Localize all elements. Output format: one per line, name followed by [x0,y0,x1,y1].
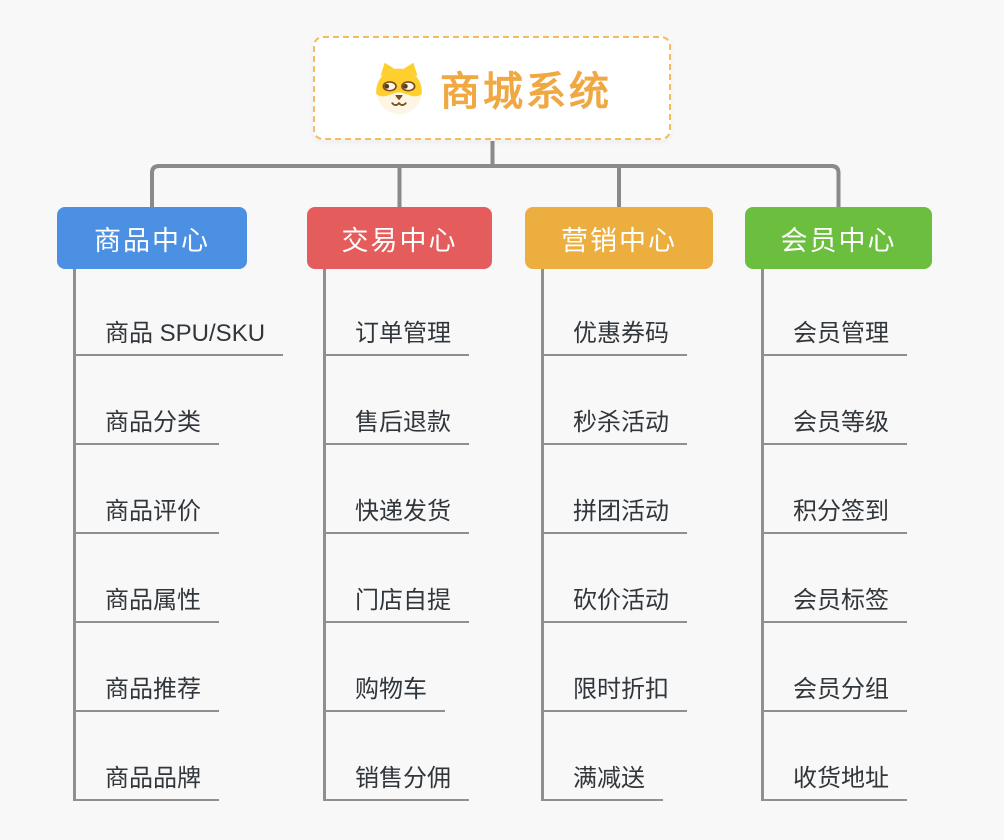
leaf-topic[interactable]: 会员标签 [761,587,907,623]
leaf-topic[interactable]: 秒杀活动 [541,409,687,445]
branch-trunk-line [541,269,544,801]
branch-group-member-center: 会员中心 会员管理 会员等级 积分签到 会员标签 会员分组 收货地址 [745,207,932,801]
branch-trunk-line [73,269,76,801]
leaf-topic[interactable]: 销售分佣 [323,765,469,801]
branch-topic-member-center[interactable]: 会员中心 [745,207,932,269]
branch-leaves: 会员管理 会员等级 积分签到 会员标签 会员分组 收货地址 [761,320,907,840]
root-topic-title: 商城系统 [440,70,612,114]
branch-trunk-line [323,269,326,801]
leaf-topic[interactable]: 积分签到 [761,498,907,534]
branch-group-product-center: 商品中心 商品 SPU/SKU 商品分类 商品评价 商品属性 商品推荐 商品品牌 [57,207,284,801]
leaf-topic[interactable]: 门店自提 [323,587,469,623]
leaf-topic[interactable]: 优惠券码 [541,320,687,356]
dog-face-icon [372,61,426,115]
leaf-topic[interactable]: 拼团活动 [541,498,687,534]
branch-leaves: 订单管理 售后退款 快递发货 门店自提 购物车 销售分佣 [323,320,469,840]
leaf-topic[interactable]: 商品推荐 [73,676,219,712]
branch-group-trade-center: 交易中心 订单管理 售后退款 快递发货 门店自提 购物车 销售分佣 [307,207,492,801]
leaf-topic[interactable]: 会员管理 [761,320,907,356]
leaf-topic[interactable]: 订单管理 [323,320,469,356]
leaf-topic[interactable]: 会员分组 [761,676,907,712]
branch-group-marketing-center: 营销中心 优惠券码 秒杀活动 拼团活动 砍价活动 限时折扣 满减送 [525,207,713,801]
leaf-topic[interactable]: 商品评价 [73,498,219,534]
leaf-topic[interactable]: 购物车 [323,676,445,712]
leaf-topic[interactable]: 售后退款 [323,409,469,445]
leaf-topic[interactable]: 商品 SPU/SKU [73,320,284,356]
leaf-topic[interactable]: 快递发货 [323,498,469,534]
branch-topic-marketing-center[interactable]: 营销中心 [525,207,713,269]
leaf-topic[interactable]: 商品品牌 [73,765,219,801]
leaf-topic[interactable]: 满减送 [541,765,663,801]
branch-leaves: 优惠券码 秒杀活动 拼团活动 砍价活动 限时折扣 满减送 [541,320,687,840]
leaf-topic[interactable]: 商品分类 [73,409,219,445]
leaf-topic[interactable]: 收货地址 [761,765,907,801]
branch-topic-product-center[interactable]: 商品中心 [57,207,247,269]
root-topic[interactable]: 商城系统 [313,36,671,140]
leaf-topic[interactable]: 限时折扣 [541,676,687,712]
branch-trunk-line [761,269,764,801]
branch-topic-trade-center[interactable]: 交易中心 [307,207,492,269]
leaf-topic[interactable]: 会员等级 [761,409,907,445]
branch-leaves: 商品 SPU/SKU 商品分类 商品评价 商品属性 商品推荐 商品品牌 [73,320,284,840]
leaf-topic[interactable]: 砍价活动 [541,587,687,623]
leaf-topic[interactable]: 商品属性 [73,587,219,623]
